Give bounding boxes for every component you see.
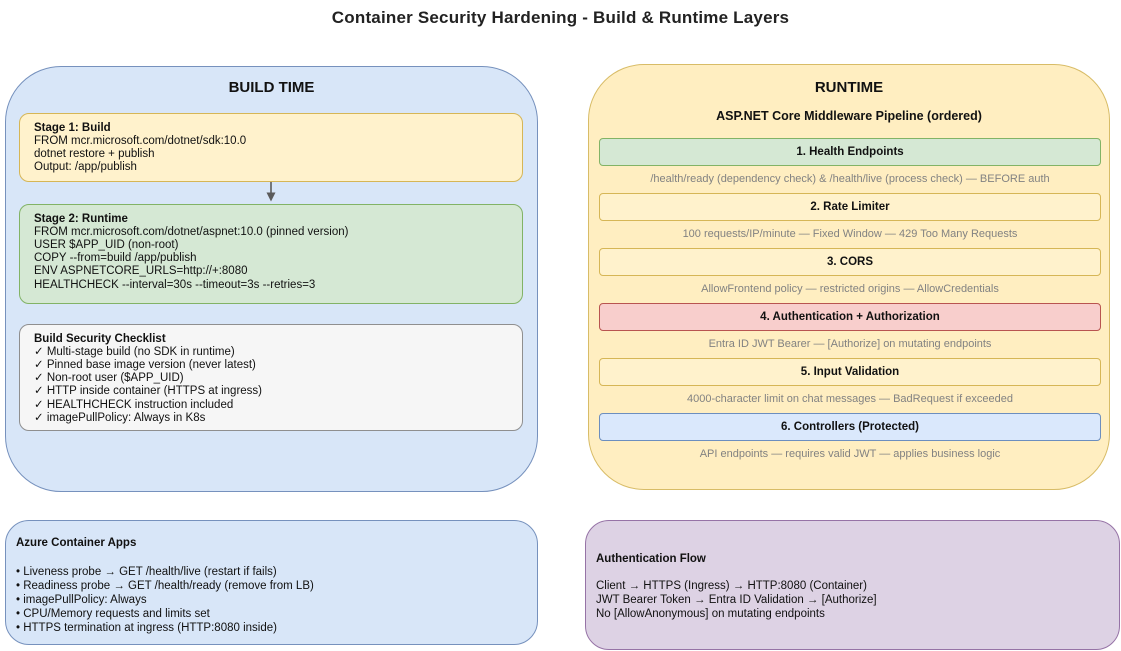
stage1-build-box: Stage 1: Build FROM mcr.microsoft.com/do… [19, 113, 523, 182]
auth-panel-title: Authentication Flow [596, 553, 706, 565]
stage1-line: Output: /app/publish [34, 161, 137, 174]
pipeline-step-health-endpoints: 1. Health Endpoints [599, 138, 1101, 166]
pipeline-step-caption: 4000-character limit on chat messages — … [687, 393, 1013, 405]
runtime-panel: RUNTIME ASP.NET Core Middleware Pipeline… [588, 64, 1110, 490]
azure-container-apps-panel: Azure Container Apps • Liveness probe → … [5, 520, 538, 645]
checklist-title: Build Security Checklist [34, 332, 166, 345]
auth-flow-line: No [AllowAnonymous] on mutating endpoint… [596, 608, 825, 620]
pipeline-step-caption: 100 requests/IP/minute — Fixed Window — … [682, 228, 1018, 240]
azure-panel-list: • Liveness probe → GET /health/live (res… [16, 565, 523, 635]
stage2-line: USER $APP_UID (non-root) [34, 238, 179, 251]
azure-list-item: • imagePullPolicy: Always [16, 594, 147, 606]
stage2-runtime-box: Stage 2: Runtime FROM mcr.microsoft.com/… [19, 204, 523, 304]
arrow-down-icon [266, 182, 276, 202]
stage2-line: COPY --from=build /app/publish [34, 252, 197, 265]
azure-list-item: • Liveness probe → GET /health/live (res… [16, 566, 277, 578]
middleware-pipeline: 1. Health Endpoints /health/ready (depen… [599, 138, 1101, 468]
checklist-item: ✓ HEALTHCHECK instruction included [34, 398, 234, 411]
azure-list-item: • Readiness probe → GET /health/ready (r… [16, 580, 314, 592]
auth-flow-line: JWT Bearer Token → Entra ID Validation →… [596, 594, 877, 606]
pipeline-step-caption: AllowFrontend policy — restricted origin… [701, 283, 999, 295]
checklist-item: ✓ Multi-stage build (no SDK in runtime) [34, 345, 235, 358]
stage1-line: FROM mcr.microsoft.com/dotnet/sdk:10.0 [34, 134, 247, 147]
pipeline-step-caption: API endpoints — requires valid JWT — app… [699, 448, 1001, 460]
runtime-subtitle: ASP.NET Core Middleware Pipeline (ordere… [716, 109, 982, 123]
pipeline-step-caption: Entra ID JWT Bearer — [Authorize] on mut… [708, 338, 992, 350]
pipeline-step-controllers: 6. Controllers (Protected) [599, 413, 1101, 441]
pipeline-step-cors: 3. CORS [599, 248, 1101, 276]
azure-list-item: • CPU/Memory requests and limits set [16, 608, 210, 620]
stage2-line: FROM mcr.microsoft.com/dotnet/aspnet:10.… [34, 225, 349, 238]
auth-flow-line: Client → HTTPS (Ingress) → HTTP:8080 (Co… [596, 580, 867, 592]
stage1-line: dotnet restore + publish [34, 147, 155, 160]
stage2-line: HEALTHCHECK --interval=30s --timeout=3s … [34, 278, 316, 291]
pipeline-step-auth: 4. Authentication + Authorization [599, 303, 1101, 331]
checklist-item: ✓ HTTP inside container (HTTPS at ingres… [34, 385, 262, 398]
pipeline-step-input-validation: 5. Input Validation [599, 358, 1101, 386]
azure-list-item: • HTTPS termination at ingress (HTTP:808… [16, 622, 277, 634]
authentication-flow-panel: Authentication Flow Client → HTTPS (Ingr… [585, 520, 1120, 650]
build-security-checklist-box: Build Security Checklist ✓ Multi-stage b… [19, 324, 523, 431]
pipeline-step-rate-limiter: 2. Rate Limiter [599, 193, 1101, 221]
pipeline-step-caption: /health/ready (dependency check) & /heal… [650, 173, 1050, 185]
checklist-item: ✓ Non-root user ($APP_UID) [34, 372, 184, 385]
checklist-item: ✓ Pinned base image version (never lates… [34, 358, 256, 371]
build-time-heading: BUILD TIME [228, 79, 315, 96]
build-time-panel: BUILD TIME Stage 1: Build FROM mcr.micro… [5, 66, 538, 492]
azure-panel-title: Azure Container Apps [16, 537, 137, 549]
checklist-item: ✓ imagePullPolicy: Always in K8s [34, 411, 206, 424]
diagram-title: Container Security Hardening - Build & R… [331, 8, 790, 27]
stage2-title: Stage 2: Runtime [34, 212, 128, 225]
runtime-heading: RUNTIME [814, 79, 884, 96]
auth-panel-lines: Client → HTTPS (Ingress) → HTTP:8080 (Co… [596, 579, 1105, 621]
stage1-title: Stage 1: Build [34, 121, 111, 134]
stage2-line: ENV ASPNETCORE_URLS=http://+:8080 [34, 265, 248, 278]
